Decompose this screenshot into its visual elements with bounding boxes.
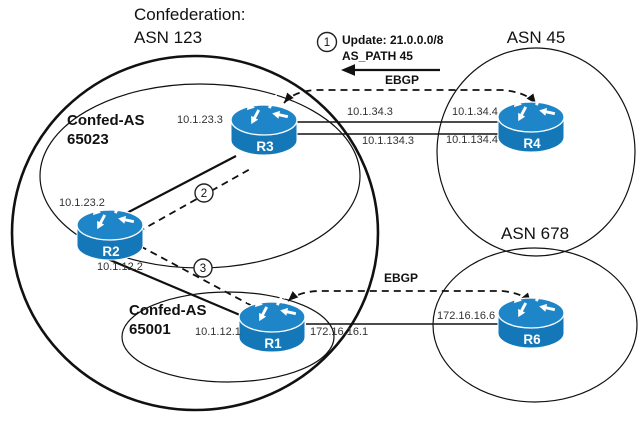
- router-R2: R2: [76, 198, 144, 261]
- update-annotation-line1: Update: 21.0.0.0/8: [342, 33, 444, 47]
- router-arrow-icon: [534, 90, 544, 106]
- ebgp-session-r3-r4-arrowhead: [284, 92, 294, 103]
- router-arrow-icon: [272, 110, 289, 119]
- ip-label-10-1-134-3: 10.1.134.3: [362, 135, 414, 147]
- step-number: 2: [201, 188, 207, 200]
- update-direction-arrow-head: [341, 64, 355, 76]
- router-arrow-icon: [113, 198, 123, 214]
- asn45-title: ASN 45: [506, 28, 566, 47]
- link-r2-r3-dashed: [137, 167, 253, 233]
- router-arrow-icon: [118, 215, 135, 224]
- router-arrow-icon: [238, 102, 255, 111]
- confed-as-65023-label: Confed-AS 65023: [67, 112, 145, 148]
- link-r2-r1-dashed: [139, 245, 257, 309]
- step-number: 3: [200, 263, 206, 275]
- step-marker-2: 2: [194, 183, 214, 203]
- router-arrow-icon: [251, 109, 261, 125]
- confederation-title-line1: Confederation:: [134, 5, 246, 24]
- router-arrow-icon: [539, 107, 556, 116]
- confederation-title: Confederation: ASN 123: [134, 3, 246, 49]
- ip-label-10-1-34-3: 10.1.34.3: [347, 106, 393, 118]
- router-arrow-icon: [518, 106, 528, 122]
- step-circle: [193, 258, 213, 278]
- router-arrow-icon: [534, 286, 544, 302]
- confed-as-65001-boundary: [121, 291, 335, 383]
- ip-label-10-1-12-1: 10.1.12.1: [195, 326, 241, 338]
- router-top: [497, 101, 565, 133]
- step-marker-1: 1: [316, 31, 338, 53]
- ip-label-172-16-16-1: 172.16.16.1: [310, 326, 369, 338]
- confederation-title-line2: ASN 123: [134, 28, 203, 47]
- router-arrow-icon: [267, 93, 277, 109]
- confederation-asn123-boundary: [10, 54, 380, 412]
- ip-label-10-1-23-3: 10.1.23.3: [177, 114, 223, 126]
- router-R3: R3: [230, 93, 298, 156]
- asn45-boundary: [436, 47, 636, 257]
- router-top: [238, 301, 306, 333]
- ebgp-session-r3-r4: [283, 89, 537, 105]
- router-R1: R1: [238, 290, 306, 353]
- router-arrow-icon: [246, 299, 263, 308]
- router-arrow-icon: [505, 99, 522, 108]
- router-name-label: R6: [523, 332, 541, 347]
- ip-label-10-1-23-2: 10.1.23.2: [59, 197, 105, 209]
- router-top: [230, 104, 298, 136]
- router-arrow-icon: [84, 207, 101, 216]
- router-R4: R4: [497, 90, 565, 153]
- router-arrow-icon: [97, 214, 107, 230]
- router-arrow-icon: [280, 307, 297, 316]
- ebgp-label-top: EBGP: [384, 73, 420, 87]
- ip-label-10-1-134-4: 10.1.134.4: [446, 134, 498, 146]
- link-r2-r3-solid: [120, 155, 237, 217]
- ip-label-10-1-12-2: 10.1.12.2: [97, 261, 143, 273]
- step-number: 1: [324, 37, 330, 49]
- asn678-boundary: [432, 247, 638, 403]
- router-name-label: R3: [256, 139, 274, 154]
- router-arrow-icon: [259, 306, 269, 322]
- step-marker-3: 3: [193, 258, 213, 278]
- step-circle: [316, 31, 338, 53]
- ebgp-session-r1-r6: [287, 290, 532, 304]
- router-top: [497, 297, 565, 329]
- router-R6: R6: [497, 286, 565, 349]
- router-arrow-icon: [539, 303, 556, 312]
- link-r2-r1-solid: [102, 255, 248, 320]
- router-top: [76, 209, 144, 241]
- router-arrow-icon: [505, 295, 522, 304]
- update-annotation-line2: AS_PATH 45: [342, 49, 413, 63]
- ebgp-session-r3-r4-arrowhead: [526, 93, 536, 104]
- asn678-title: ASN 678: [500, 224, 570, 243]
- step-circle: [194, 183, 214, 203]
- ebgp-label-bottom: EBGP: [383, 271, 419, 285]
- router-name-label: R4: [523, 136, 541, 151]
- router-arrow-icon: [518, 302, 528, 318]
- ip-label-172-16-16-6: 172.16.16.6: [437, 310, 496, 322]
- confed-as-65001-label: Confed-AS 65001: [129, 302, 207, 338]
- router-arrow-icon: [275, 290, 285, 306]
- router-name-label: R1: [264, 336, 282, 351]
- router-name-label: R2: [102, 244, 119, 259]
- ebgp-session-r1-r6-arrowhead: [288, 291, 299, 301]
- ip-label-10-1-34-4: 10.1.34.4: [452, 106, 498, 118]
